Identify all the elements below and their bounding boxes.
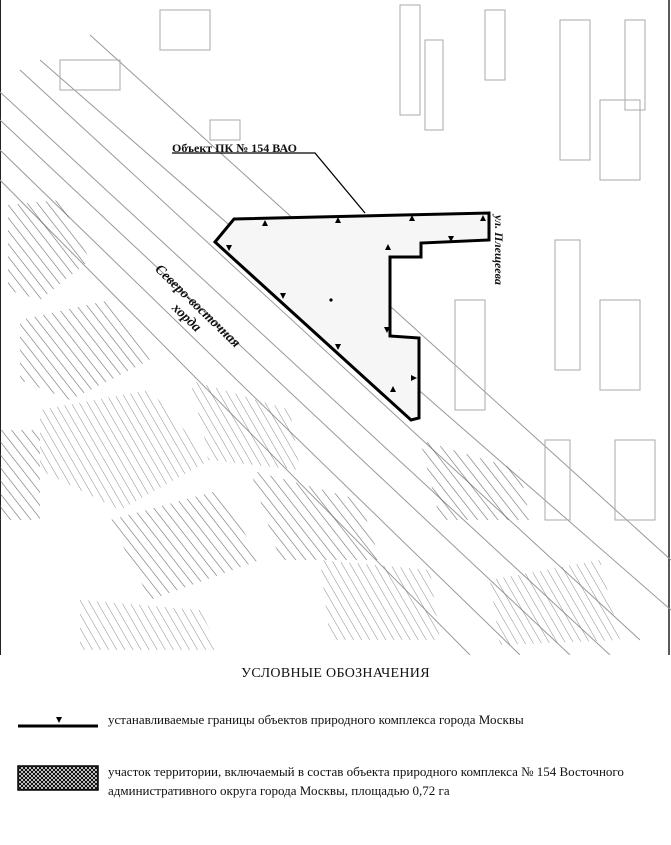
boundary-line-symbol xyxy=(18,717,98,728)
legend-text-area: участок территории, включаемый в состав … xyxy=(108,764,624,798)
object-label: Объект ПК № 154 ВАО xyxy=(172,141,297,155)
boundary-ticks xyxy=(226,215,486,392)
buildings xyxy=(59,4,656,521)
legend-item-area: участок территории, включаемый в состав … xyxy=(16,762,656,822)
site-map xyxy=(0,0,671,655)
street-label: ул. Плещеева xyxy=(492,215,506,285)
legend-title: УСЛОВНЫЕ ОБОЗНАЧЕНИЯ xyxy=(241,666,430,681)
hatched-areas xyxy=(0,200,620,650)
object-boundary xyxy=(212,211,491,422)
legend-item-boundary: устанавливаемые границы объектов природн… xyxy=(16,712,656,752)
legend-text-boundary: устанавливаемые границы объектов природн… xyxy=(108,712,524,727)
map-frame xyxy=(0,0,670,655)
object-leader-line xyxy=(172,152,366,214)
crosshatch-area-symbol xyxy=(17,765,99,791)
